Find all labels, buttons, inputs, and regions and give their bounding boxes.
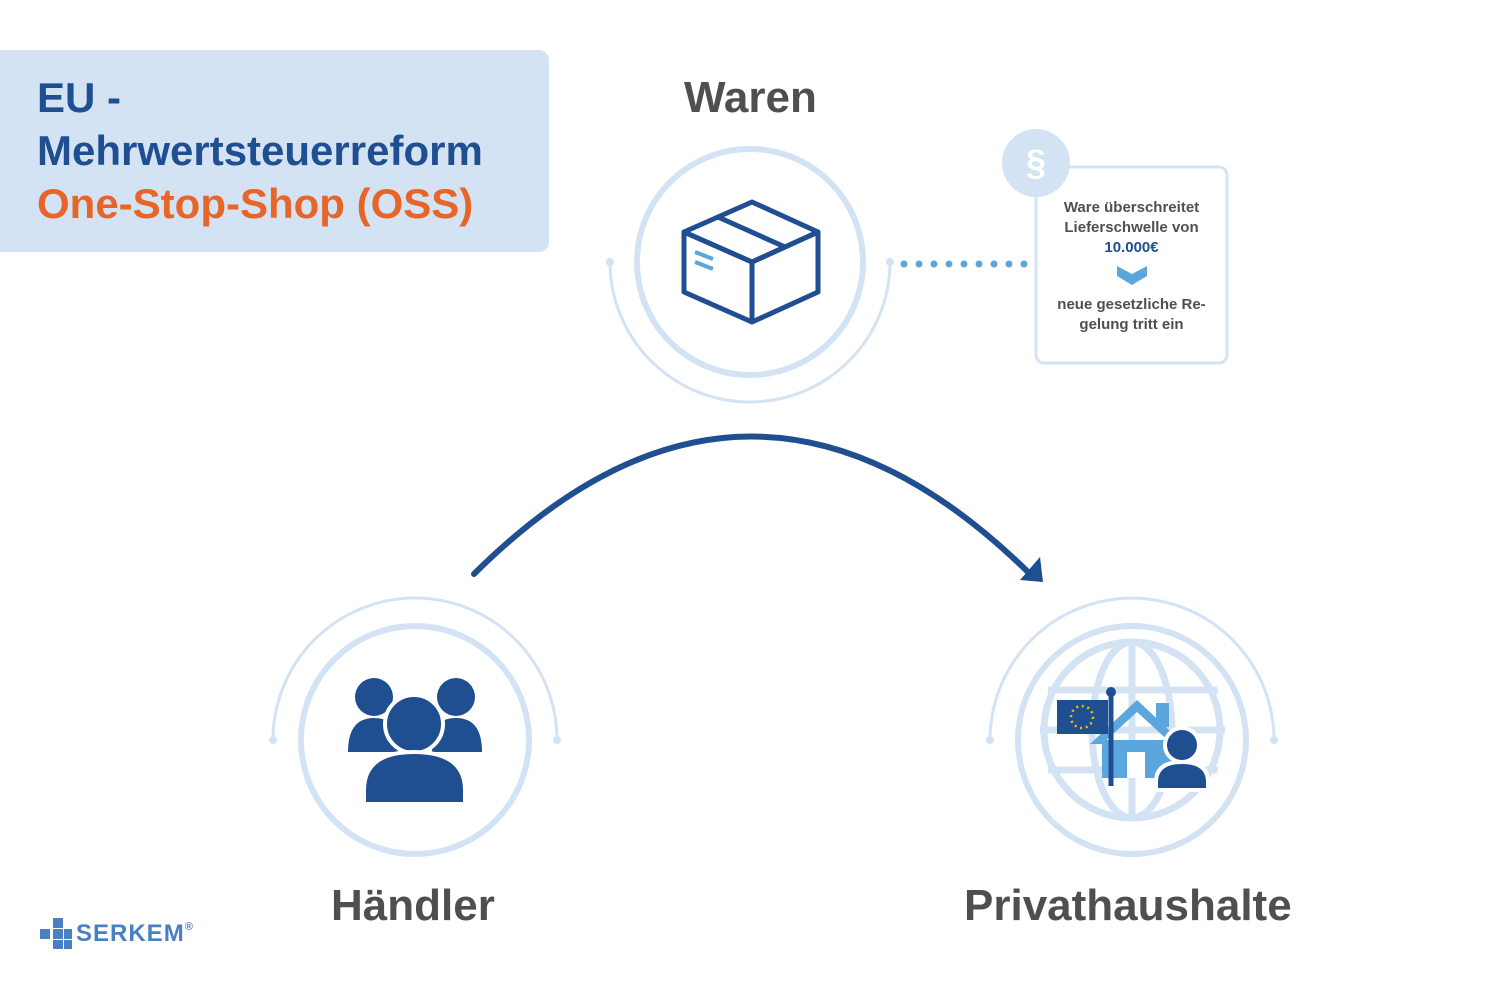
merchant-outer-arc xyxy=(271,596,559,741)
logo-mark: ® xyxy=(184,921,194,933)
merchant-label: Händler xyxy=(331,881,495,930)
person-icon xyxy=(1154,726,1210,792)
info-threshold-text: Ware überschreitet Lieferschwelle von 10… xyxy=(1036,198,1227,258)
info-line-4: gelung tritt ein xyxy=(1079,316,1184,333)
households-outer-arc xyxy=(988,596,1276,741)
households-label: Privathaushalte xyxy=(964,881,1292,930)
title-line-1: EU - xyxy=(37,74,121,121)
title-panel xyxy=(0,50,549,252)
info-rule-text: neue gesetzliche Re- gelung tritt ein xyxy=(1036,295,1227,335)
info-box xyxy=(1034,165,1229,365)
info-amount: 10.000€ xyxy=(1104,239,1159,256)
paragraph-icon xyxy=(1002,129,1070,197)
merchant-node xyxy=(269,596,561,857)
households-node xyxy=(986,596,1278,857)
info-line-3: neue gesetzliche Re- xyxy=(1057,296,1206,313)
goods-label: Waren xyxy=(684,73,817,122)
info-line-1: Ware überschreitet xyxy=(1063,199,1200,216)
flow-arrow xyxy=(471,433,1043,582)
paragraph-symbol: § xyxy=(1025,142,1047,183)
goods-info-connector xyxy=(900,260,1028,268)
serkem-logo: SERKEM® xyxy=(76,922,194,946)
logo-text: SERKEM xyxy=(76,920,185,947)
eu-flag-icon xyxy=(1057,687,1116,786)
box-icon xyxy=(681,199,821,325)
goods-outer-arc xyxy=(608,261,892,404)
info-line-2: Lieferschwelle von xyxy=(1064,219,1199,236)
chevron-down-icon xyxy=(1117,266,1147,285)
serkem-logo-icon xyxy=(40,918,72,949)
title-line-2: Mehrwertsteuerreform xyxy=(37,127,483,174)
title-subtitle: One-Stop-Shop (OSS) xyxy=(37,180,474,227)
globe-house-eu-flag-icon xyxy=(1040,638,1225,822)
people-icon xyxy=(348,678,482,806)
goods-node xyxy=(606,146,894,404)
